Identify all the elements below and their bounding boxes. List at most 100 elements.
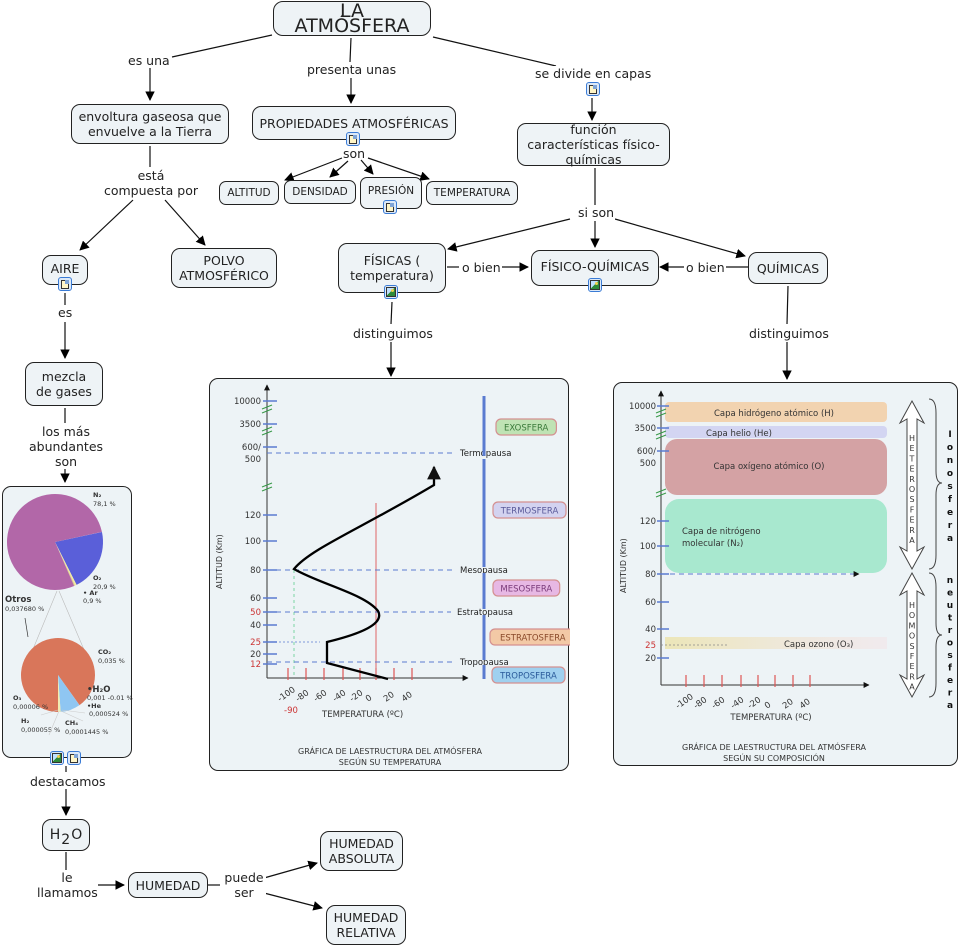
leader-line (61, 709, 86, 714)
layer-label: ESTRATOSFERA (500, 634, 566, 644)
heterosfera-arrow (898, 399, 926, 571)
node-mezcla-de-gases[interactable]: mezcla de gases (25, 362, 103, 406)
heterosfera-letter: R (909, 475, 915, 484)
layer-label: TROPOSFERA (499, 672, 557, 682)
homosfera-letter: H (909, 601, 915, 610)
node-temperatura[interactable]: TEMPERATURA (426, 181, 518, 205)
composition-structure-chart: Capa hidrógeno atómico (H)Capa helio (He… (619, 390, 953, 763)
neutrosfera-brace (928, 572, 943, 698)
link-label-presenta-unas: presenta unas (306, 62, 398, 77)
leader-line (60, 710, 84, 722)
x-tick-label: -40 (729, 695, 746, 711)
node-altitud[interactable]: ALTITUD (219, 181, 279, 205)
node-aire[interactable]: AIRE (42, 255, 88, 285)
x-tick-label: 20 (781, 697, 796, 711)
temperature-curve (292, 465, 441, 681)
node-densidad[interactable]: DENSIDAD (284, 180, 356, 204)
node-quimicas[interactable]: QUÍMICAS (748, 252, 828, 284)
x-tick-label: 40 (798, 697, 813, 711)
band-label: Capa ozono (O₃) (784, 640, 853, 650)
link-label-le-llamamos: le llamamos (36, 870, 98, 900)
link-label-o-bien-2: o bien (685, 260, 726, 275)
y-axis-title: ALTITUD (Km) (619, 538, 628, 593)
heterosfera-letter: E (909, 444, 914, 453)
document-icon[interactable] (346, 132, 360, 146)
link-label-destacamos: destacamos (29, 774, 107, 789)
node-fisicas[interactable]: FÍSICAS ( temperatura) (338, 243, 446, 293)
homosfera-letter: R (909, 672, 915, 681)
heterosfera-letter: R (909, 526, 915, 535)
y-tick-label: 40 (250, 621, 261, 631)
pie-slice-ar (55, 542, 77, 586)
node-humedad-absoluta[interactable]: HUMEDAD ABSOLUTA (320, 831, 403, 871)
node-humedad[interactable]: HUMEDAD (128, 872, 208, 898)
axis-break (261, 482, 273, 488)
ionosfera-letter: s (947, 482, 952, 492)
y-tick-label: 80 (250, 566, 261, 576)
pie-slice-co2 (21, 638, 96, 712)
boundary-label: Tropopausa (459, 658, 509, 668)
layer-pill-mesosfera (492, 579, 561, 597)
x-tick-label: -80 (294, 688, 311, 704)
pie-label-otros: Otros (5, 595, 31, 605)
x-tick-label: -60 (710, 695, 727, 711)
x-tick-label: 0 (763, 700, 773, 711)
x-tick-label: -40 (331, 688, 348, 704)
pie-slice-otros (55, 542, 75, 587)
node-la-atmosfera[interactable]: LA ATMÓSFERA (273, 1, 431, 36)
chart-caption: GRÁFICA DE LAESTRUCTURA DEL ATMÓSFERA (682, 741, 866, 752)
y-tick-label: 10000 (234, 397, 261, 407)
composition-band (665, 402, 887, 422)
ionosfera-letter: f (948, 495, 952, 505)
layer-label: EXOSFERA (504, 424, 549, 434)
ionosfera-letter: o (947, 469, 953, 479)
node-envoltura[interactable]: envoltura gaseosa que envuelve a la Tier… (71, 104, 229, 144)
pie-value-o3: 0,00006 % (13, 703, 48, 711)
axis-break (655, 412, 667, 418)
composition-structure-panel[interactable]: Capa hidrógeno atómico (H)Capa helio (He… (613, 382, 958, 766)
heterosfera-letter: E (909, 465, 914, 474)
composition-band-ozone (665, 637, 887, 649)
y-tick-label: 600/ (242, 443, 261, 453)
heterosfera-letter: F (910, 505, 915, 514)
y-tick-label: 25 (250, 638, 261, 648)
image-icon[interactable] (384, 285, 398, 299)
document-icon[interactable] (586, 82, 600, 96)
heterosfera-letter: S (909, 495, 914, 504)
pie-slice-o2 (55, 532, 104, 585)
image-icon[interactable] (50, 751, 64, 765)
image-icon[interactable] (588, 278, 602, 292)
ionosfera-letter: r (948, 521, 953, 531)
y-tick-label: 3500 (634, 424, 656, 434)
pie-label-he: •He (87, 702, 102, 710)
heterosfera-letter: A (909, 536, 915, 545)
link-label-es-una: es una (127, 53, 171, 68)
y-tick-label: 25 (645, 641, 656, 651)
x-tick-label: 20 (382, 690, 397, 704)
y-tick-label: 60 (250, 594, 261, 604)
node-humedad-relativa[interactable]: HUMEDAD RELATIVA (326, 905, 406, 945)
pie-value-otros: 0,037680 % (5, 605, 44, 613)
x-tick-label: -80 (692, 695, 709, 711)
x-tick-label: 40 (400, 690, 415, 704)
node-funcion[interactable]: función características físico-químicas (517, 122, 670, 167)
node-polvo[interactable]: POLVO ATMOSFÉRICO (171, 248, 277, 288)
x-axis-title: TEMPERATURA (ºC) (729, 713, 811, 723)
zoom-line (30, 590, 58, 655)
document-icon[interactable] (383, 200, 397, 214)
homosfera-letter: S (909, 642, 914, 651)
pie-value-ch4: 0,0001445 % (65, 728, 108, 736)
pie-slice-h2o-wedge (58, 675, 72, 712)
x-special-label: -90 (284, 706, 298, 716)
link-label-distinguimos-1: distinguimos (352, 326, 434, 341)
layer-label: TERMOSFERA (500, 507, 559, 517)
document-icon[interactable] (58, 277, 72, 291)
pie-slice-he (58, 675, 61, 712)
ionosfera-letter: n (947, 456, 953, 466)
document-icon[interactable] (67, 751, 81, 765)
homosfera-letter: O (909, 611, 915, 620)
heterosfera-letter: H (909, 434, 915, 443)
